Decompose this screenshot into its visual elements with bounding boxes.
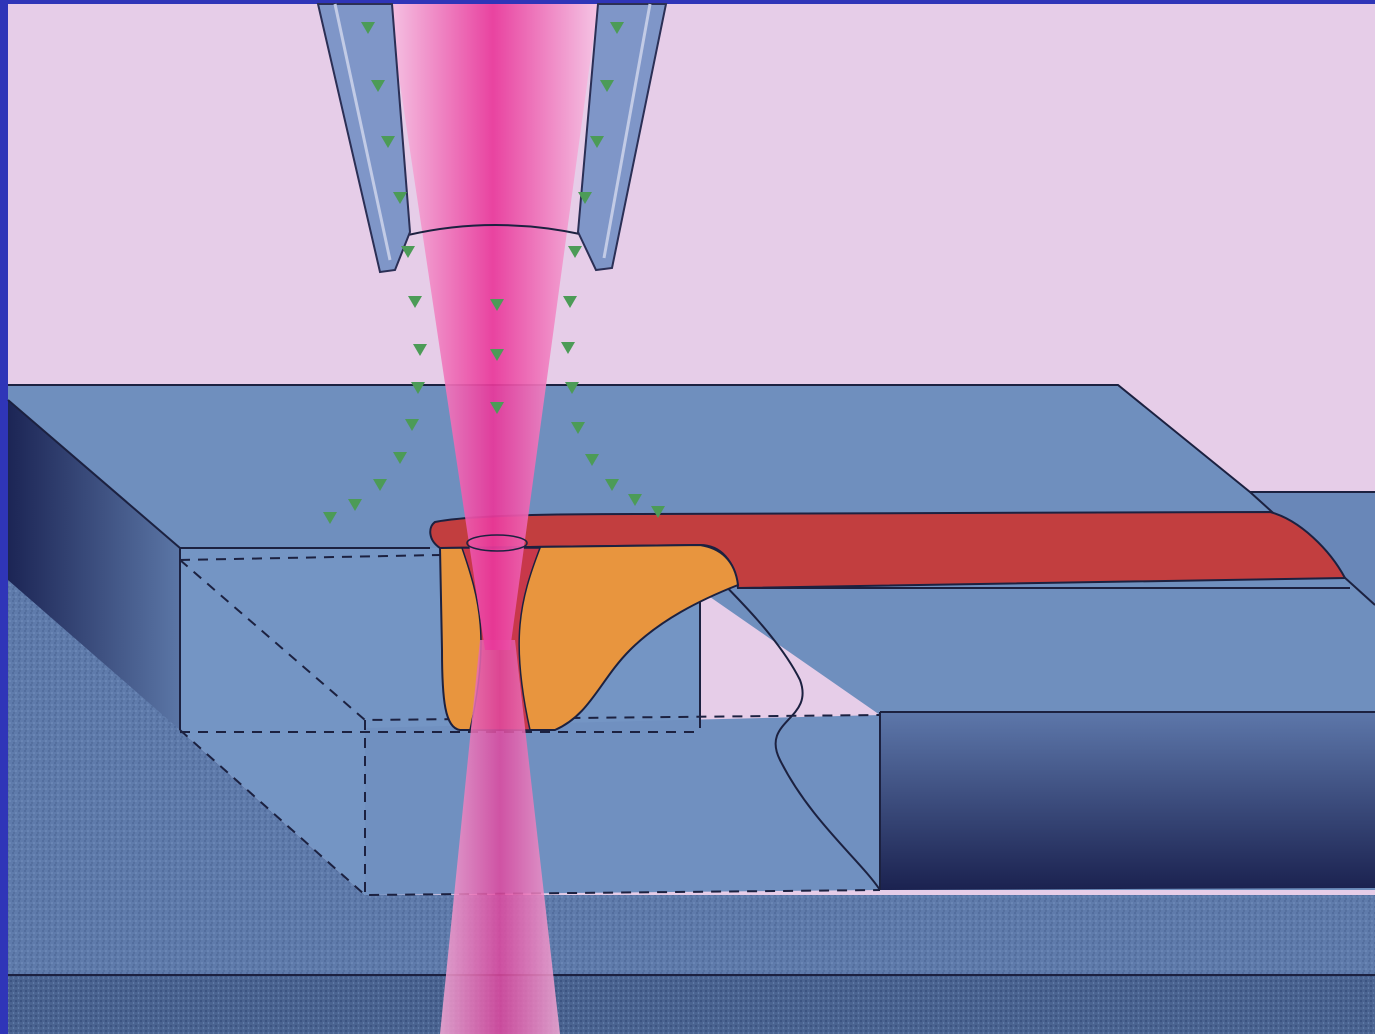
plate-cut-face: [365, 715, 880, 895]
ground-front-edge: [8, 975, 1375, 1034]
plate-right-block: [880, 712, 1375, 890]
